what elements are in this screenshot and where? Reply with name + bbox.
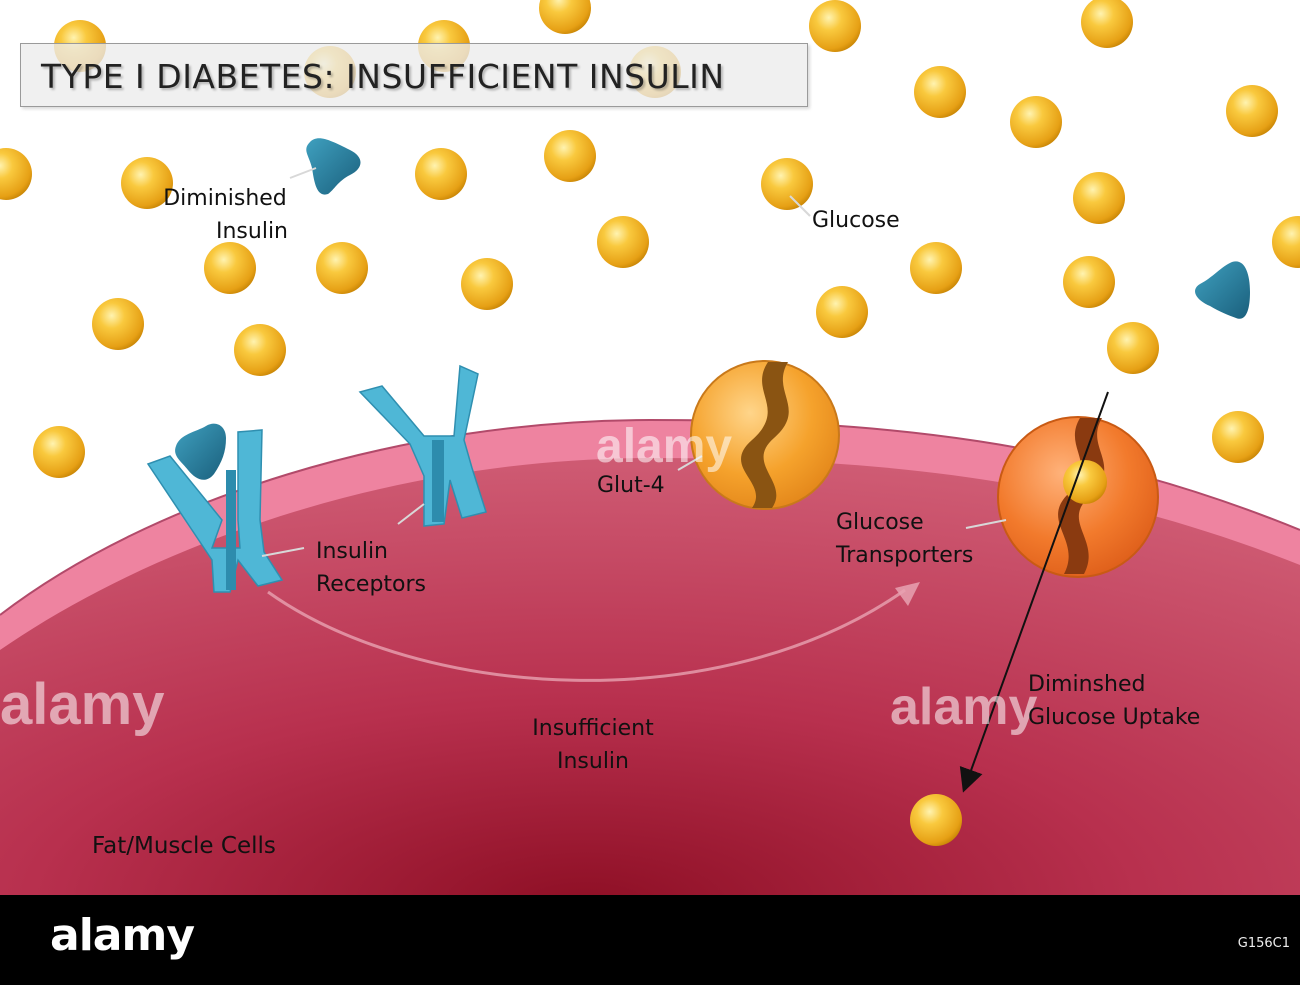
insufficient-insulin-arrow [267,588,906,682]
glucose-molecule [1107,322,1159,374]
label-line: Diminshed [1028,672,1146,697]
brand-logo: alamy [50,910,195,961]
label-line: Insufficient [532,716,654,741]
watermark-footer [0,895,1300,985]
glucose-molecule [544,130,596,182]
glucose-molecule [761,158,813,210]
glucose-molecule [910,242,962,294]
diagram-title: TYPE I DIABETES: INSUFFICIENT INSULIN [41,57,725,96]
glucose-molecule [461,258,513,310]
insulin-molecule [306,138,361,195]
glucose-molecule [539,0,591,34]
glucose-molecule [1212,411,1264,463]
glucose-inside-cell [910,794,962,846]
label-line: Transporters [836,543,974,568]
glucose-molecule [0,148,32,200]
leader-lines [261,167,1007,557]
label-line: Glucose [836,510,924,535]
watermark-marks: alamy alamy alamy [0,420,1038,737]
glucose-molecule [809,0,861,52]
glut4-transporter [690,360,840,510]
insulin-receptor-2 [358,364,487,527]
label-diminished-uptake: Diminshed Glucose Uptake [1028,668,1200,734]
label-glucose: Glucose [812,208,900,233]
glucose-molecule [816,286,868,338]
insufficient-insulin-arrowhead [895,582,920,606]
insulin-bound [175,423,226,480]
label-line: Insulin [556,749,629,774]
glucose-molecule [121,157,173,209]
glucose-molecule [415,148,467,200]
label-line: Diminished [163,186,287,211]
label-line: Glucose Uptake [1028,705,1201,730]
title-box: TYPE I DIABETES: INSUFFICIENT INSULIN [20,43,808,107]
svg-text:alamy: alamy [890,678,1038,736]
label-glut4: Glut-4 [597,473,665,498]
label-line: Insulin [316,539,389,564]
insulin-molecule [1195,261,1250,319]
glucose-molecule [33,426,85,478]
insulin-receptor-1 [146,429,284,593]
label-glucose-transporters: Glucose Transporters [836,506,973,572]
glucose-molecule [92,298,144,350]
glucose-molecule [597,216,649,268]
label-diminished-insulin: Diminished Insulin [162,182,288,248]
svg-text:alamy: alamy [0,672,164,737]
glucose-molecule [1073,172,1125,224]
label-insufficient-insulin: Insufficient Insulin [520,712,666,778]
glucose-molecule [204,242,256,294]
label-cells: Fat/Muscle Cells [92,833,276,859]
glucose-molecule [914,66,966,118]
uptake-arrow [959,391,1109,793]
glucose-transporter [997,416,1159,578]
label-insulin-receptors: Insulin Receptors [316,535,426,601]
label-line: Receptors [316,572,427,597]
glucose-molecule [1226,85,1278,137]
glucose-molecule [1081,0,1133,48]
cell-membrane [0,420,1300,650]
glucose-molecule [234,324,286,376]
glucose-molecule [1010,96,1062,148]
glucose-molecule [316,242,368,294]
image-id: G156C1 [1237,936,1290,951]
svg-text:alamy: alamy [596,420,732,473]
label-line: Insulin [216,219,289,244]
glucose-molecule [1063,256,1115,308]
glucose-molecule [1272,216,1300,268]
